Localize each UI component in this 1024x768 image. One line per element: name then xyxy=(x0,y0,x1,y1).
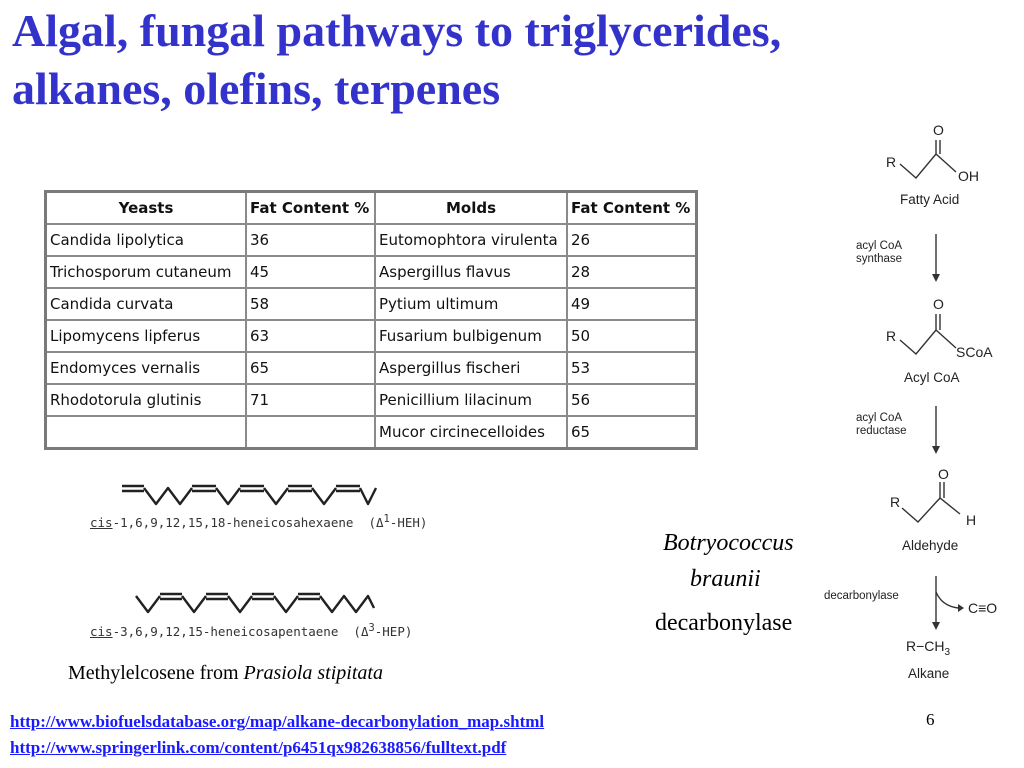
acyl-scoa: SCoA xyxy=(956,344,993,360)
pentaene-abbr-sup: 3 xyxy=(368,622,375,634)
pentaene-prefix: cis xyxy=(90,624,113,640)
table-row: Candida lipolytica 36 Eutomophtora virul… xyxy=(44,223,698,257)
fa-oxygen: O xyxy=(933,122,944,138)
slide-title: Algal, fungal pathways to triglycerides,… xyxy=(12,2,1012,118)
fa-r-group: R xyxy=(886,154,897,170)
organism-genus: Botryococcus xyxy=(663,530,794,556)
table-cell: 45 xyxy=(245,255,376,289)
pentaene-structure xyxy=(135,592,376,614)
table-cell: 53 xyxy=(566,351,698,385)
organism-enzyme: decarbonylase xyxy=(655,610,793,636)
molecule-caption: Methylelcosene from Prasiola stipitata xyxy=(68,662,383,685)
table-row: Rhodotorula glutinis 71 Penicillium lila… xyxy=(44,383,698,417)
enzyme2-line2: reductase xyxy=(856,425,907,437)
table-cell: Lipomycens lipferus xyxy=(44,319,247,353)
caption-species: Prasiola stipitata xyxy=(243,662,383,684)
fatty-acid-label: Fatty Acid xyxy=(900,192,960,207)
header-yeasts: Yeasts xyxy=(44,190,247,225)
table-cell: 65 xyxy=(245,351,376,385)
hexaene-abbr-close: -HEH) xyxy=(389,515,428,531)
table-cell xyxy=(245,415,376,450)
fat-content-table: Yeasts Fat Content % Molds Fat Content %… xyxy=(44,190,698,450)
acyl-oxygen: O xyxy=(933,296,944,312)
table-cell: 63 xyxy=(245,319,376,353)
table-cell: Aspergillus flavus xyxy=(374,255,568,289)
table-cell: 56 xyxy=(566,383,698,417)
table-cell: 58 xyxy=(245,287,376,321)
table-row: Endomyces vernalis 65 Aspergillus fische… xyxy=(44,351,698,385)
table-header-row: Yeasts Fat Content % Molds Fat Content % xyxy=(44,190,698,225)
table-cell: Candida lipolytica xyxy=(44,223,247,257)
fa-hydroxyl: OH xyxy=(958,168,979,184)
biofuels-database-link[interactable]: http://www.biofuelsdatabase.org/map/alka… xyxy=(10,712,545,731)
table-cell: Eutomophtora virulenta xyxy=(374,223,568,257)
hexaene-name: cis-1,6,9,12,15,18-heneicosahexaene (Δ1-… xyxy=(90,513,427,530)
header-molds: Molds xyxy=(374,190,568,225)
table-cell: Penicillium lilacinum xyxy=(374,383,568,417)
hexaene-prefix: cis xyxy=(90,515,113,531)
table-row: Lipomycens lipferus 63 Fusarium bulbigen… xyxy=(44,319,698,353)
table-cell: Trichosporum cutaneum xyxy=(44,255,247,289)
table-cell: 65 xyxy=(566,415,698,450)
springerlink-link[interactable]: http://www.springerlink.com/content/p645… xyxy=(10,738,507,757)
hexaene-iupac: -1,6,9,12,15,18-heneicosahexaene xyxy=(112,515,354,531)
table-row: Candida curvata 58 Pytium ultimum 49 xyxy=(44,287,698,321)
alkane-formula: R−CH3 xyxy=(906,638,950,658)
alkane-label: Alkane xyxy=(908,666,950,681)
table-cell: Endomyces vernalis xyxy=(44,351,247,385)
aldehyde-label: Aldehyde xyxy=(902,538,959,553)
pentaene-abbr-close: -HEP) xyxy=(374,624,413,640)
ald-hydrogen: H xyxy=(966,512,977,528)
caption-text: Methylelcosene from xyxy=(68,662,244,684)
table-cell: 71 xyxy=(245,383,376,417)
hexaene-structure xyxy=(122,484,378,506)
table-row: Trichosporum cutaneum 45 Aspergillus fla… xyxy=(44,255,698,289)
enzyme1-line2: synthase xyxy=(856,253,903,265)
enzyme1-line1: acyl CoA xyxy=(856,240,903,252)
table-cell: Candida curvata xyxy=(44,287,247,321)
pathway-bonds xyxy=(899,140,964,630)
table-cell: Fusarium bulbigenum xyxy=(374,319,568,353)
pentaene-abbr-open: (Δ xyxy=(353,624,369,640)
page-number: 6 xyxy=(926,710,935,729)
pentaene-iupac: -3,6,9,12,15-heneicosapentaene xyxy=(112,624,339,640)
header-fat-content-2: Fat Content % xyxy=(566,190,698,225)
organism-species: braunii xyxy=(690,566,761,592)
table-cell: 50 xyxy=(566,319,698,353)
table-cell: 36 xyxy=(245,223,376,257)
table-cell: 26 xyxy=(566,223,698,257)
header-fat-content-1: Fat Content % xyxy=(245,190,376,225)
table-cell: Rhodotorula glutinis xyxy=(44,383,247,417)
table-row: Mucor circinecelloides 65 xyxy=(44,415,698,450)
table-cell: Mucor circinecelloides xyxy=(374,415,568,450)
title-line-2: alkanes, olefins, terpenes xyxy=(12,63,501,114)
alkane-formula-main: R−CH xyxy=(906,638,945,654)
table-cell: Pytium ultimum xyxy=(374,287,568,321)
enzyme-decarbonylase: decarbonylase xyxy=(824,590,899,602)
ald-oxygen: O xyxy=(938,466,949,482)
hexaene-abbr-open: (Δ xyxy=(368,515,384,531)
ald-r-group: R xyxy=(890,494,901,510)
table-cell: 49 xyxy=(566,287,698,321)
enzyme2-line1: acyl CoA xyxy=(856,412,903,424)
pentaene-name: cis-3,6,9,12,15-heneicosapentaene (Δ3-HE… xyxy=(90,622,412,639)
carbon-monoxide: C≡O xyxy=(968,600,998,616)
alkane-formula-sub: 3 xyxy=(944,646,951,658)
hexaene-abbr-sup: 1 xyxy=(383,513,390,525)
acyl-coa-label: Acyl CoA xyxy=(904,370,960,385)
acyl-r-group: R xyxy=(886,328,897,344)
table-cell: 28 xyxy=(566,255,698,289)
table-cell: Aspergillus fischeri xyxy=(374,351,568,385)
table-cell xyxy=(44,415,247,450)
title-line-1: Algal, fungal pathways to triglycerides, xyxy=(12,5,782,56)
